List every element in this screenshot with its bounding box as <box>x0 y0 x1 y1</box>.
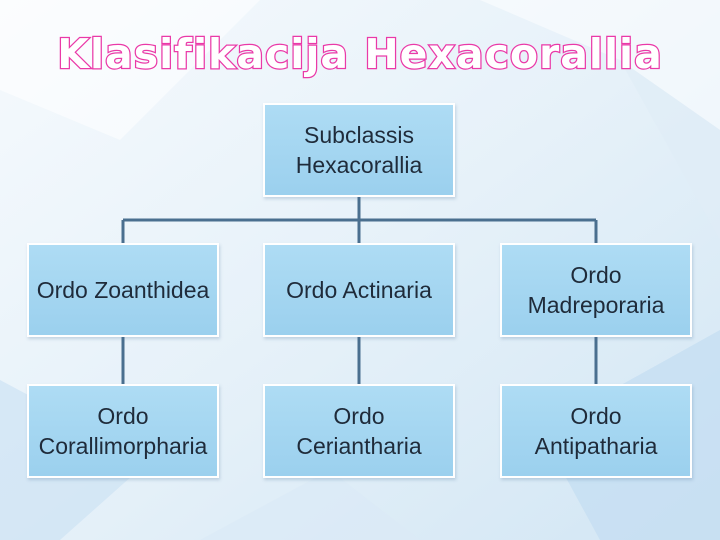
node-label: Ordo Actinaria <box>286 277 432 303</box>
page-title: Klasifikacija Hexacorallia <box>56 29 663 80</box>
node-label: Ordo Zoanthidea <box>36 277 210 303</box>
node-ordo-zoanthidea: Ordo Zoanthidea <box>27 243 219 337</box>
node-ordo-actinaria: Ordo Actinaria <box>263 243 455 337</box>
